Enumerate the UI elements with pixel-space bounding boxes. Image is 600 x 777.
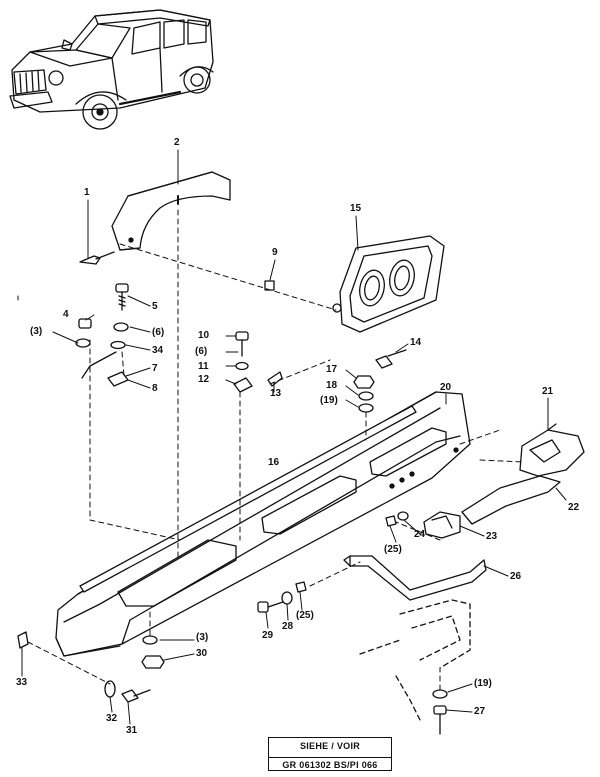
callout-11: 11 (198, 361, 209, 372)
callout-9: 9 (272, 247, 278, 258)
callout-17: 17 (326, 364, 338, 375)
callout-25-right: (25) (384, 544, 402, 555)
callout-12: 12 (198, 374, 210, 385)
part-15-light-housing (332, 235, 445, 333)
callout-5: 5 (152, 301, 158, 312)
reference-box: SIEHE / VOIR GR 061302 BS/PI 066 (268, 737, 392, 771)
callout-19-lower: (19) (474, 678, 492, 689)
callout-26: 26 (510, 571, 522, 582)
callout-3-upper: (3) (30, 326, 43, 337)
callout-14: 14 (410, 337, 422, 348)
callout-24: 24 (414, 529, 426, 540)
callout-3-lower: (3) (196, 632, 209, 643)
callout-28: 28 (282, 621, 294, 632)
callout-19-upper: (19) (320, 395, 338, 406)
leader-lines (21, 149, 567, 725)
callout-6-mid: (6) (195, 346, 208, 357)
part-16-trim-strip (79, 405, 417, 593)
part-22-rear-bracket (461, 475, 561, 525)
callout-23: 23 (486, 531, 498, 542)
fasteners (17, 251, 448, 735)
callout-4: 4 (63, 309, 69, 320)
callout-7: 7 (152, 363, 158, 374)
callout-13: 13 (270, 388, 282, 399)
assembly-lines (17, 209, 525, 691)
callout-10: 10 (198, 330, 210, 341)
callout-8: 8 (152, 383, 158, 394)
body-outline-dashed (359, 599, 471, 721)
callout-34: 34 (152, 345, 164, 356)
part-23-support-bracket (423, 511, 461, 539)
part-2-wheel-arch-cover (111, 171, 231, 251)
callout-2: 2 (174, 137, 180, 148)
callout-27: 27 (474, 706, 486, 717)
reference-line-2: GR 061302 BS/PI 066 (269, 757, 391, 770)
callout-1: 1 (84, 187, 90, 198)
part-26-support-strap (343, 555, 487, 601)
callout-33: 33 (16, 677, 28, 688)
part-21-rear-cover (519, 423, 585, 477)
callout-15: 15 (350, 203, 362, 214)
vehicle-illustration (9, 9, 214, 130)
callout-29: 29 (262, 630, 274, 641)
callout-30: 30 (196, 648, 208, 659)
callout-31: 31 (126, 725, 138, 736)
callout-6-left: (6) (152, 327, 165, 338)
callout-20: 20 (440, 382, 452, 393)
callout-18: 18 (326, 380, 338, 391)
callout-25-left: (25) (296, 610, 314, 621)
callout-16: 16 (268, 457, 280, 468)
callout-22: 22 (568, 502, 580, 513)
callout-32: 32 (106, 713, 118, 724)
callout-21: 21 (542, 386, 554, 397)
reference-line-1: SIEHE / VOIR (299, 741, 361, 751)
